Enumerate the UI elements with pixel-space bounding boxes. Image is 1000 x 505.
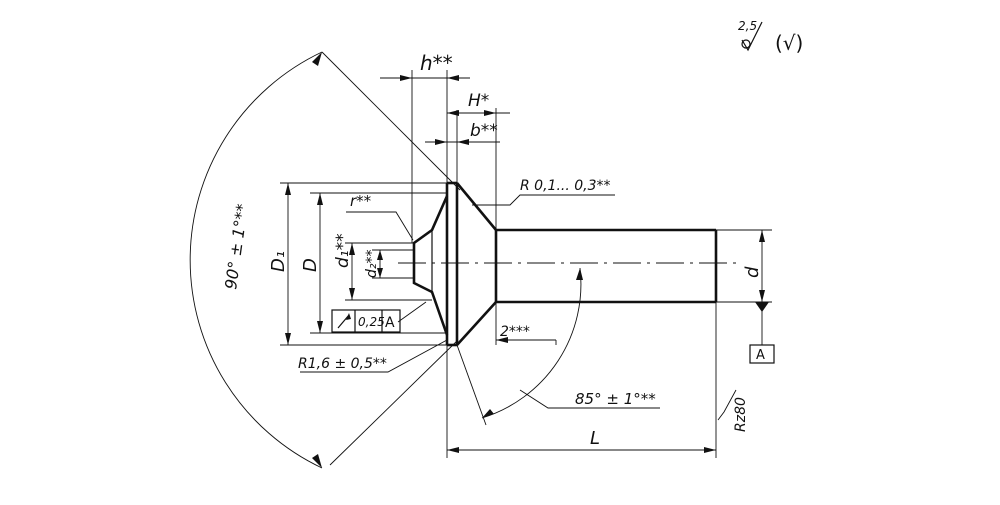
arrow-d-bottom xyxy=(759,290,765,302)
label-r: r** xyxy=(350,192,372,210)
label-L: L xyxy=(590,428,600,449)
arrow-h-left xyxy=(400,75,412,81)
rz-check-icon xyxy=(717,389,737,421)
roughness-symbol: 2,5 (√) xyxy=(738,19,803,55)
arrow-b-left xyxy=(435,139,447,145)
dimension-lines xyxy=(189,51,765,469)
roughness-general-value: 2,5 xyxy=(738,19,757,33)
arrow-d-top xyxy=(759,230,765,242)
leaders xyxy=(300,194,769,409)
leader-R01 xyxy=(472,194,615,206)
arrow-85-top xyxy=(576,268,583,280)
label-radius-bottom: R1,6 ± 0,5** xyxy=(298,356,387,372)
arrow-85-bottom xyxy=(482,409,494,418)
arrow-b-right xyxy=(457,139,469,145)
arrow-D1-top xyxy=(285,183,291,195)
arrow-90-top xyxy=(312,52,322,66)
arrow-d2-top xyxy=(377,250,383,260)
arrow-chamfer xyxy=(496,337,508,343)
ext-angle-top xyxy=(321,51,461,191)
arrow-D1-bottom xyxy=(285,333,291,345)
arrow-L-right xyxy=(704,447,716,453)
rivet-outline xyxy=(412,181,718,347)
runout-frame: 0,25 A xyxy=(331,309,401,333)
arrow-L-left xyxy=(447,447,459,453)
roughness-circle-icon xyxy=(741,39,751,49)
arrow-D-top xyxy=(317,193,323,205)
roughness-general-note: (√) xyxy=(775,31,803,55)
ext-angle-bottom xyxy=(329,339,459,466)
runout-datum: A xyxy=(385,315,395,331)
arrow-H-right xyxy=(484,110,496,116)
label-d2: d₂** xyxy=(364,250,380,279)
leader-runout xyxy=(397,301,427,323)
label-d1: d₁** xyxy=(333,233,353,268)
datum-A-box xyxy=(749,344,775,364)
arrow-D-bottom xyxy=(317,321,323,333)
cone-bottom xyxy=(456,301,497,346)
datum-A-label: A xyxy=(756,348,765,363)
label-d: d xyxy=(742,266,763,278)
extension-lines xyxy=(280,51,772,466)
runout-value: 0,25 xyxy=(358,315,385,329)
arrow-d1-bottom xyxy=(349,288,355,300)
leader-85 xyxy=(519,389,660,409)
label-h: h** xyxy=(420,51,453,75)
label-angle-shank: 85° ± 1°** xyxy=(575,390,656,408)
label-D1: D₁ xyxy=(268,251,289,272)
label-H: H* xyxy=(468,91,489,111)
arrow-H-left xyxy=(447,110,459,116)
arc-90 xyxy=(189,51,323,469)
label-D: D xyxy=(300,258,321,272)
label-chamfer: 2*** xyxy=(500,324,530,340)
arrow-h-right xyxy=(447,75,459,81)
roughness-check-icon xyxy=(741,21,763,52)
head-recess xyxy=(412,195,449,336)
runout-box xyxy=(331,309,401,333)
roughness-shank: Rz80 xyxy=(733,397,749,432)
runout-arrow-head-icon xyxy=(346,313,351,320)
runout-arrow-icon xyxy=(337,314,350,329)
arc-85 xyxy=(481,267,582,419)
datum-triangle xyxy=(755,302,769,312)
leader-r xyxy=(346,211,414,241)
cone-top xyxy=(455,182,498,231)
label-b: b** xyxy=(470,121,498,141)
arrow-90-bottom xyxy=(312,454,322,468)
leader-R16 xyxy=(300,339,448,373)
arrow-d2-bottom xyxy=(377,268,383,278)
label-radius-top: R 0,1... 0,3** xyxy=(520,178,611,194)
label-angle-head: 90° ± 1°** xyxy=(221,203,252,291)
arrow-d1-top xyxy=(349,243,355,255)
ext-85 xyxy=(456,344,487,426)
